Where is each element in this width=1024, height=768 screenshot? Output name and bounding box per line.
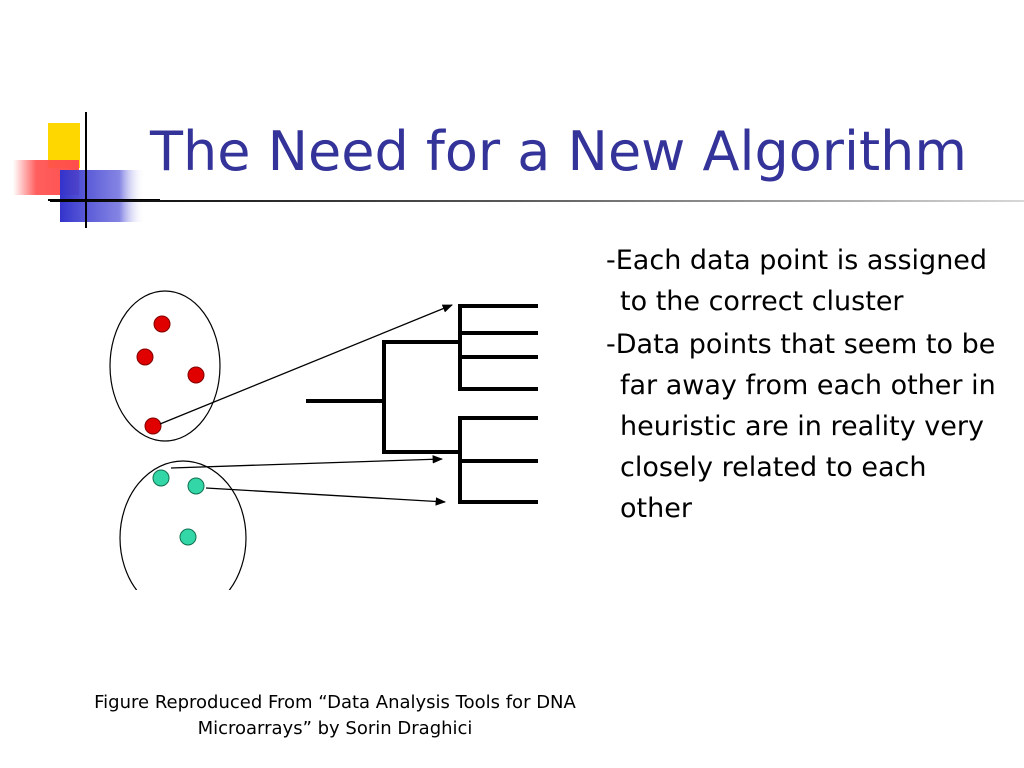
arrow-green-to-dendrogram bbox=[205, 487, 447, 506]
cluster-dendrogram-diagram bbox=[109, 290, 538, 590]
green-cluster-ellipse bbox=[119, 460, 247, 590]
green-data-point bbox=[179, 528, 197, 546]
red-data-point bbox=[144, 417, 162, 435]
bullet-list: -Each data point is assigned to the corr… bbox=[606, 240, 1006, 531]
red-data-point bbox=[136, 348, 154, 366]
corner-decoration bbox=[13, 112, 160, 228]
figure-caption: Figure Reproduced From “Data Analysis To… bbox=[94, 692, 576, 739]
slide-title: The Need for a New Algorithm bbox=[150, 120, 967, 183]
bullet-item: -Data points that seem to be far away fr… bbox=[606, 329, 996, 524]
blue-band bbox=[60, 170, 145, 222]
title-underline bbox=[50, 200, 1024, 202]
red-cluster-ellipse bbox=[109, 290, 221, 442]
green-data-point bbox=[187, 477, 205, 495]
red-data-point bbox=[187, 366, 205, 384]
arrow-red-to-dendrogram bbox=[159, 304, 453, 425]
red-data-point bbox=[153, 315, 171, 333]
green-data-point bbox=[152, 469, 170, 487]
dendrogram bbox=[306, 304, 538, 504]
arrow-green-to-dendrogram bbox=[170, 455, 444, 469]
bullet-item: -Each data point is assigned to the corr… bbox=[606, 245, 988, 317]
